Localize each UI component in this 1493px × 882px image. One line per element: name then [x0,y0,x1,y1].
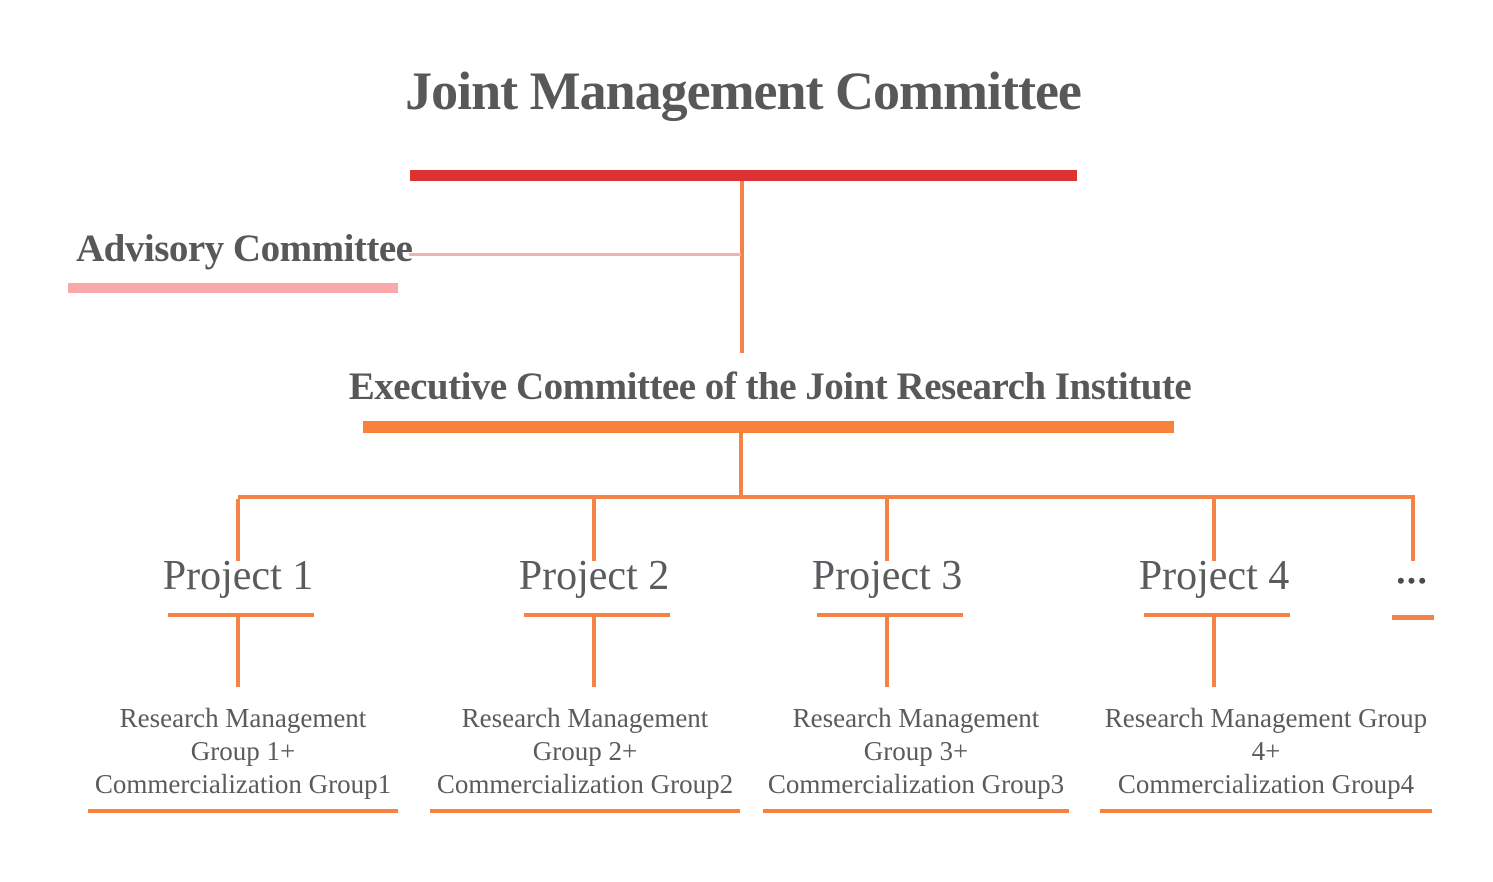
connector-rail-to-project-3 [885,499,889,561]
connector-project-2-to-group [592,617,596,687]
group-2-block: Research Management Group 2+ Commerciali… [430,702,740,813]
project-1-underline [168,613,314,617]
connector-rail-to-project-2 [592,499,596,561]
group-1-block: Research Management Group 1+ Commerciali… [88,702,398,813]
executive-underline-bar [363,421,1174,433]
project-4-label: Project 4 [1138,553,1290,599]
group-2-underline [430,809,740,813]
group-3-underline [763,809,1069,813]
connector-root-to-executive [740,181,744,353]
group-2-line1: Research Management Group 2+ [461,703,709,766]
branch-rail [238,495,1415,499]
group-3-line2: Commercialization Group3 [767,769,1065,799]
group-2-line2: Commercialization Group2 [436,769,734,799]
ellipsis-underline [1392,615,1434,620]
group-4-underline [1100,809,1432,813]
connector-rail-to-project-1 [236,499,240,561]
group-4-block: Research Management Group 4+ Commerciali… [1100,702,1432,813]
executive-node-label: Executive Committee of the Joint Researc… [348,365,1192,408]
group-4-line2: Commercialization Group4 [1117,769,1415,799]
project-1-label: Project 1 [162,553,314,599]
group-3-block: Research Management Group 3+ Commerciali… [763,702,1069,813]
connector-advisory-to-trunk [409,253,741,256]
group-1-underline [88,809,398,813]
connector-rail-to-ellipsis [1411,499,1415,561]
root-node-label: Joint Management Committee [405,61,1082,121]
group-4-line1: Research Management Group 4+ [1104,703,1428,766]
more-projects-ellipsis-icon: ••• [1396,568,1430,593]
group-3-line1: Research Management Group 3+ [792,703,1040,766]
project-3-underline [817,613,963,617]
advisory-node-label: Advisory Committee [76,227,413,270]
advisory-underline-bar [68,283,398,293]
root-underline-bar [410,170,1077,181]
connector-executive-to-rail [739,433,743,497]
project-2-underline [524,613,670,617]
project-2-label: Project 2 [518,553,670,599]
group-1-line2: Commercialization Group1 [94,769,392,799]
project-4-underline [1144,613,1290,617]
connector-rail-to-project-4 [1212,499,1216,561]
connector-project-3-to-group [885,617,889,687]
connector-project-1-to-group [236,617,240,687]
group-1-line1: Research Management Group 1+ [119,703,367,766]
project-3-label: Project 3 [811,553,963,599]
connector-project-4-to-group [1212,617,1216,687]
